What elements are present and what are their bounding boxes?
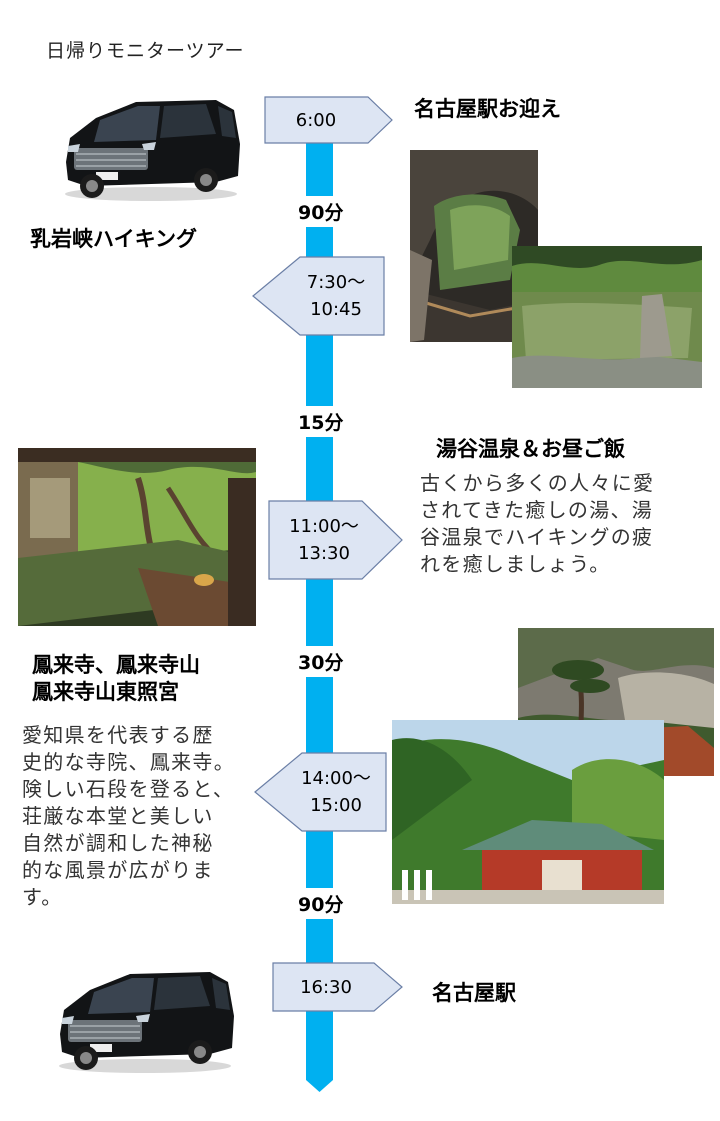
- time-tag-4-start: 14:00～: [301, 768, 371, 789]
- time-tag-1: 6:00: [295, 109, 337, 131]
- time-tag-2-end: 10:45: [310, 299, 362, 320]
- stop-2-label: 乳岩峡ハイキング: [30, 227, 197, 251]
- van-icon: [65, 100, 240, 201]
- stop-4-desc-line: 自然が調和した神秘: [22, 831, 214, 855]
- stop-4-desc-line: す。: [22, 885, 63, 909]
- stop-4-description: 愛知県を代表する歴 史的な寺院、鳳来寺。 険しい石段を登ると、 荘厳な本堂と美し…: [22, 722, 262, 911]
- stop-4-desc-line: 史的な寺院、鳳来寺。: [22, 750, 235, 774]
- time-tag-4-shape: [254, 752, 387, 832]
- stop-3-desc-line: れを癒しましょう。: [420, 552, 611, 576]
- time-tag-2-shape: [252, 256, 385, 336]
- stop-3-desc-line: 谷温泉でハイキングの疲: [420, 525, 654, 549]
- time-tag-3-shape: [268, 500, 403, 580]
- duration-2: 15分: [294, 406, 348, 437]
- temple-photo: [392, 720, 664, 904]
- duration-4: 90分: [294, 888, 348, 919]
- stop-4-desc-line: 愛知県を代表する歴: [22, 723, 214, 747]
- stop-3-desc-line: されてきた癒しの湯、湯: [420, 498, 654, 522]
- stop-4-desc-line: 荘厳な本堂と美しい: [22, 804, 214, 828]
- time-tag-5-shape: [272, 962, 403, 1012]
- stop-4-label-line: 鳳来寺山東照宮: [32, 680, 179, 704]
- stop-3-desc-line: 古くから多くの人々に愛: [420, 471, 655, 495]
- stop-4-label: 鳳来寺、鳳来寺山 鳳来寺山東照宮: [32, 652, 200, 706]
- time-tag-1-shape: [264, 96, 393, 144]
- page-title: 日帰りモニターツアー: [46, 40, 245, 62]
- time-tag-4-end: 15:00: [310, 795, 362, 816]
- stop-4-desc-line: 険しい石段を登ると、: [22, 777, 235, 801]
- time-tag-3-start: 11:00～: [289, 516, 359, 537]
- time-tag-5: 16:30: [300, 976, 352, 998]
- stop-3-description: 古くから多くの人々に愛 されてきた癒しの湯、湯 谷温泉でハイキングの疲 れを癒し…: [420, 470, 710, 578]
- time-tag-2-start: 7:30～: [306, 272, 366, 293]
- duration-3: 30分: [294, 646, 348, 677]
- time-tag-3-end: 13:30: [298, 543, 350, 564]
- time-tag-3: 11:00～ 13:30: [272, 506, 376, 574]
- stop-4-label-line: 鳳来寺、鳳来寺山: [32, 653, 200, 677]
- stop-3-label: 湯谷温泉＆お昼ご飯: [436, 437, 625, 461]
- timeline-arrow-tip: [306, 1070, 333, 1092]
- onsen-photo: [18, 448, 256, 626]
- stop-4-desc-line: 的な風景が広がりま: [22, 858, 214, 882]
- time-tag-4: 14:00～ 15:00: [288, 758, 384, 826]
- van-icon: [59, 972, 234, 1073]
- duration-1: 90分: [294, 196, 348, 227]
- time-tag-2: 7:30～ 10:45: [290, 262, 382, 330]
- stop-1-label: 名古屋駅お迎え: [414, 97, 561, 121]
- gorge-pool-photo: [512, 246, 702, 388]
- stop-5-label: 名古屋駅: [432, 981, 516, 1005]
